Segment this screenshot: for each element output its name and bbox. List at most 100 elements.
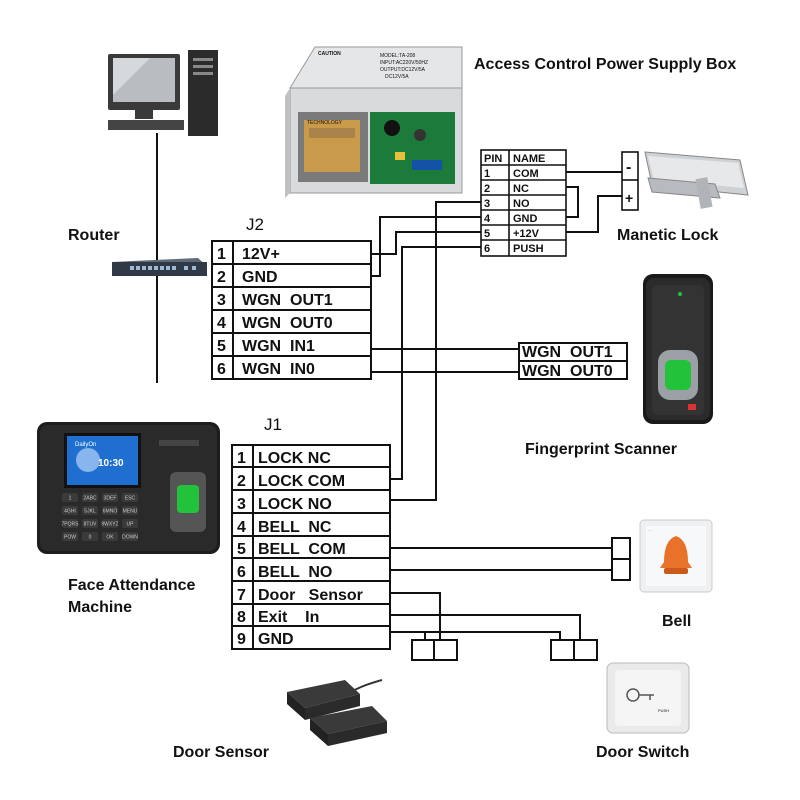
door-switch-push-text: PUSH <box>658 708 669 713</box>
keypad-key <box>62 519 78 528</box>
j2-num: 2 <box>217 269 226 286</box>
pin-name: COM <box>513 168 539 180</box>
j1-num: 5 <box>237 541 246 558</box>
pin-name: +12V <box>513 228 540 240</box>
lock-label: Manetic Lock <box>617 227 718 244</box>
j2-table <box>211 240 372 380</box>
j2-num: 3 <box>217 292 226 309</box>
power-caution: CAUTION <box>318 51 341 57</box>
keypad-key <box>102 493 118 502</box>
bell-icon: ··· <box>639 519 713 593</box>
keypad-key <box>82 532 98 541</box>
door-sensor-icon <box>287 679 387 746</box>
keypad-key-label: MENU <box>123 509 138 515</box>
j1-num: 9 <box>237 631 246 648</box>
computer-icon <box>108 50 218 136</box>
keypad-key <box>62 506 78 515</box>
j1-table <box>231 444 391 650</box>
j1-num: 8 <box>237 609 246 626</box>
fingerprint-scanner-label: Fingerprint Scanner <box>525 441 677 458</box>
j2-num: 4 <box>217 315 226 332</box>
j2-name: WGN IN1 <box>242 338 315 355</box>
j2-name: WGN OUT0 <box>242 315 333 332</box>
face-machine-label-line2: Machine <box>68 599 132 616</box>
power-supply-label: Access Control Power Supply Box <box>474 56 736 73</box>
j2-num: 6 <box>217 361 226 378</box>
j1-name: LOCK NC <box>258 450 331 467</box>
keypad-key <box>122 519 138 528</box>
power-input: INPUT:AC220V/50HZ <box>380 60 428 66</box>
keypad-key-label: 0 <box>89 535 92 541</box>
j2-num: 5 <box>217 338 226 355</box>
j2-num: 1 <box>217 246 226 263</box>
keypad-key-label: OK <box>106 535 114 541</box>
j1-name: GND <box>258 631 294 648</box>
door-switch-icon <box>606 662 690 734</box>
wires <box>371 171 622 640</box>
scanner-terminal-out1: WGN OUT1 <box>522 344 613 361</box>
keypad-key-label: 4GHI <box>64 509 76 515</box>
j2-name: GND <box>242 269 278 286</box>
keypad-key <box>122 506 138 515</box>
pin-num: 5 <box>484 228 490 240</box>
bell-terminal-block <box>611 537 631 581</box>
j1-num: 2 <box>237 473 246 490</box>
scanner-terminal-block <box>518 342 628 380</box>
transformer-text: TECHNOLOGY <box>307 120 343 126</box>
keypad-key-label: POW <box>64 535 76 541</box>
j2-name: WGN IN0 <box>242 361 315 378</box>
pin-num: 4 <box>484 213 491 225</box>
keypad-key <box>62 532 78 541</box>
j1-name: BELL NC <box>258 519 332 536</box>
keypad-key <box>82 506 98 515</box>
keypad-key <box>62 493 78 502</box>
keypad-key <box>82 519 98 528</box>
j1-num: 4 <box>237 519 246 536</box>
lock-plus: + <box>625 190 633 206</box>
j1-name: Door Sensor <box>258 587 363 604</box>
keypad-key-label: 6MNO <box>103 509 118 515</box>
power-model: MODEL:TA-208 <box>380 53 415 59</box>
keypad-key <box>102 519 118 528</box>
name-header: NAME <box>513 153 545 165</box>
pin-num: 1 <box>484 168 490 180</box>
power-supply-box-icon <box>285 46 463 198</box>
pin-header: PIN <box>484 153 502 165</box>
router-label: Router <box>68 227 120 244</box>
keypad-key-label: 8TUV <box>84 522 97 528</box>
keypad-key-label: 2ABC <box>83 496 96 502</box>
j1-num: 3 <box>237 496 246 513</box>
keypad-key-label: 9WXYZ <box>101 522 118 528</box>
keypad-key-label: UP <box>127 522 135 528</box>
magnetic-lock-icon <box>644 151 749 209</box>
j2-name: WGN OUT1 <box>242 292 333 309</box>
bell-label: Bell <box>662 613 691 630</box>
pin-name: PUSH <box>513 243 544 255</box>
door-switch-label: Door Switch <box>596 744 689 761</box>
keypad-key-label: 5JKL <box>84 509 96 515</box>
door-sensor-label: Door Sensor <box>173 744 269 761</box>
fingerprint-scanner-icon <box>643 274 713 424</box>
j2-name: 12V+ <box>242 246 280 263</box>
j1-name: LOCK COM <box>258 473 345 490</box>
j1-name: BELL NO <box>258 564 332 581</box>
keypad-key-label: DOWN <box>122 535 138 541</box>
router-icon <box>112 258 207 276</box>
keypad-key <box>122 493 138 502</box>
scanner-terminal-out0: WGN OUT0 <box>522 363 613 380</box>
j1-name: Exit In <box>258 609 319 626</box>
device-brand: DailyOn <box>75 442 96 448</box>
device-time: 10:30 <box>98 458 124 469</box>
j2-title: J2 <box>246 215 264 234</box>
j1-num: 1 <box>237 450 246 467</box>
keypad-key <box>82 493 98 502</box>
keypad-key-label: 3DEF <box>104 496 117 502</box>
keypad-key <box>122 532 138 541</box>
face-machine-label-line1: Face Attendance <box>68 577 196 594</box>
j1-num: 6 <box>237 564 246 581</box>
keypad-key <box>102 506 118 515</box>
door-sensor-terminal-block <box>411 639 458 661</box>
pin-name: NC <box>513 183 529 195</box>
keypad-key-label: 7PQRS <box>62 522 80 528</box>
pin-num: 6 <box>484 243 490 255</box>
